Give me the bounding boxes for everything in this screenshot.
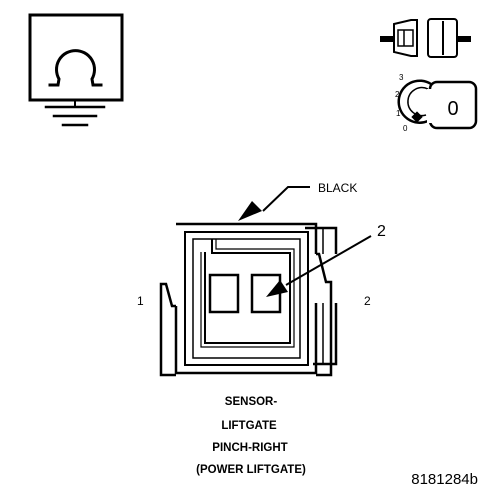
pin-callout-label: 2 (377, 223, 386, 240)
caption-line-2: LIFTGATE (221, 420, 277, 432)
key-position-2: 2 (395, 90, 400, 99)
key-value: 0 (447, 98, 458, 120)
disconnected-connector-icon (380, 18, 471, 58)
key-position-1: 1 (396, 109, 401, 118)
pin-1-cavity (208, 273, 240, 314)
ignition-key-icon: 3 2 1 0 0 (395, 73, 478, 133)
connector-body (159, 222, 338, 377)
key-position-3: 3 (399, 73, 404, 82)
pin-callout-arrow (266, 280, 288, 297)
pin-1-label: 1 (137, 294, 144, 308)
caption-line-3: PINCH-RIGHT (212, 442, 287, 454)
connector-caption: SENSOR- LIFTGATE PINCH-RIGHT (POWER LIFT… (196, 396, 306, 476)
caption-line-4: (POWER LIFTGATE) (196, 464, 306, 476)
figure-id: 8181284b (411, 471, 478, 488)
caption-line-1: SENSOR- (225, 396, 278, 408)
connector-color-label: BLACK (318, 181, 357, 195)
ohmmeter-ground-icon (28, 13, 124, 127)
pin-callout: 2 (266, 223, 386, 297)
pin-2-label: 2 (364, 294, 371, 308)
key-position-0: 0 (403, 124, 408, 133)
color-callout-arrow (238, 201, 262, 221)
color-callout: BLACK (238, 181, 357, 221)
